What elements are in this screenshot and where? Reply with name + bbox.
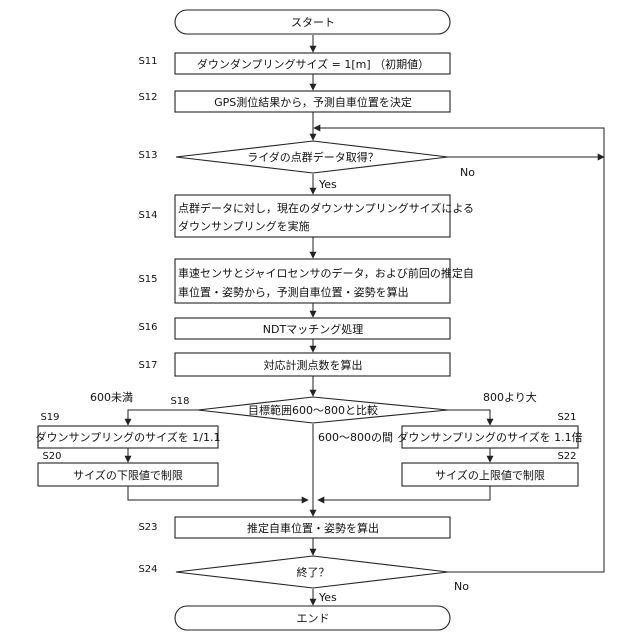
step-s21-text: ダウンサンプリングのサイズを 1.1倍: [397, 430, 582, 444]
start-label: スタート: [291, 16, 335, 29]
decision-s24: S24 終了？ Yes No: [138, 556, 469, 604]
edge-s20-merge: [128, 486, 308, 500]
decision-s18-id: S18: [170, 396, 189, 407]
decision-s24-id: S24: [138, 564, 157, 575]
step-s15-line2: 車位置・姿勢から，予測自車位置・姿勢を算出: [178, 285, 409, 299]
step-s19-id: S19: [40, 412, 59, 423]
step-s17-text: 対応計測点数を算出: [264, 358, 363, 372]
step-s15-line1: 車速センサとジャイロセンサのデータ，および前回の推定自: [178, 266, 474, 280]
edge-s18-s21: [448, 410, 490, 425]
step-s20-text: サイズの下限値で制限: [73, 468, 183, 482]
step-s15: S15 車速センサとジャイロセンサのデータ，および前回の推定自 車位置・姿勢から…: [138, 259, 473, 303]
decision-s18-text: 目標範囲600～800と比較: [248, 403, 378, 417]
step-s20-id: S20: [42, 451, 61, 462]
decision-s18-middle-label: 600～800の間: [318, 431, 393, 444]
step-s23: S23 推定自車位置・姿勢を算出: [138, 517, 450, 538]
step-s11-text: ダウンダンプリングサイズ = 1[m] （初期値）: [197, 57, 429, 71]
decision-s13-no: No: [460, 166, 475, 179]
step-s12-id: S12: [138, 92, 157, 103]
end-label: エンド: [297, 612, 330, 625]
step-s12: S12 GPS測位結果から，予測自車位置を決定: [138, 91, 450, 112]
start-terminal: スタート: [175, 10, 450, 34]
step-s11-id: S11: [138, 56, 157, 67]
decision-s13: S13 ライダの点群データ取得？ Yes No: [138, 141, 475, 191]
decision-s24-yes: Yes: [318, 591, 337, 604]
edge-s18-s19: [128, 410, 198, 425]
step-s15-id: S15: [138, 274, 157, 285]
step-s16-text: NDTマッチング処理: [263, 322, 363, 336]
step-s17-id: S17: [138, 360, 157, 371]
decision-s18-right-label: 800より大: [483, 390, 537, 404]
step-s14-line2: ダウンサンプリングを実施: [178, 219, 310, 233]
step-s23-id: S23: [138, 522, 157, 533]
step-s22-id: S22: [557, 451, 576, 462]
decision-s13-yes: Yes: [318, 178, 337, 191]
step-s21-id: S21: [557, 412, 576, 423]
step-s12-text: GPS測位結果から，予測自車位置を決定: [214, 95, 412, 109]
step-s16-id: S16: [138, 322, 157, 333]
step-s14-line1: 点群データに対し，現在のダウンサンプリングサイズによる: [178, 201, 474, 215]
step-s23-text: 推定自車位置・姿勢を算出: [247, 521, 379, 535]
step-s22-text: サイズの上限値で制限: [435, 468, 545, 482]
step-s19-text: ダウンサンプリングのサイズを 1/1.1: [35, 430, 220, 444]
step-s14-id: S14: [138, 210, 157, 221]
decision-s13-id: S13: [138, 150, 157, 161]
decision-s13-text: ライダの点群データ取得？: [247, 150, 379, 164]
decision-s24-text: 終了？: [297, 565, 330, 579]
step-s14: S14 点群データに対し，現在のダウンサンプリングサイズによる ダウンサンプリン…: [138, 195, 474, 237]
decision-s24-no: No: [454, 580, 469, 593]
edge-s22-merge: [318, 486, 490, 500]
decision-s18-left-label: 600未満: [90, 391, 133, 404]
step-s17: S17 対応計測点数を算出: [138, 353, 450, 376]
step-s11: S11 ダウンダンプリングサイズ = 1[m] （初期値）: [138, 53, 450, 74]
step-s16: S16 NDTマッチング処理: [138, 318, 450, 339]
end-terminal: エンド: [175, 606, 450, 630]
